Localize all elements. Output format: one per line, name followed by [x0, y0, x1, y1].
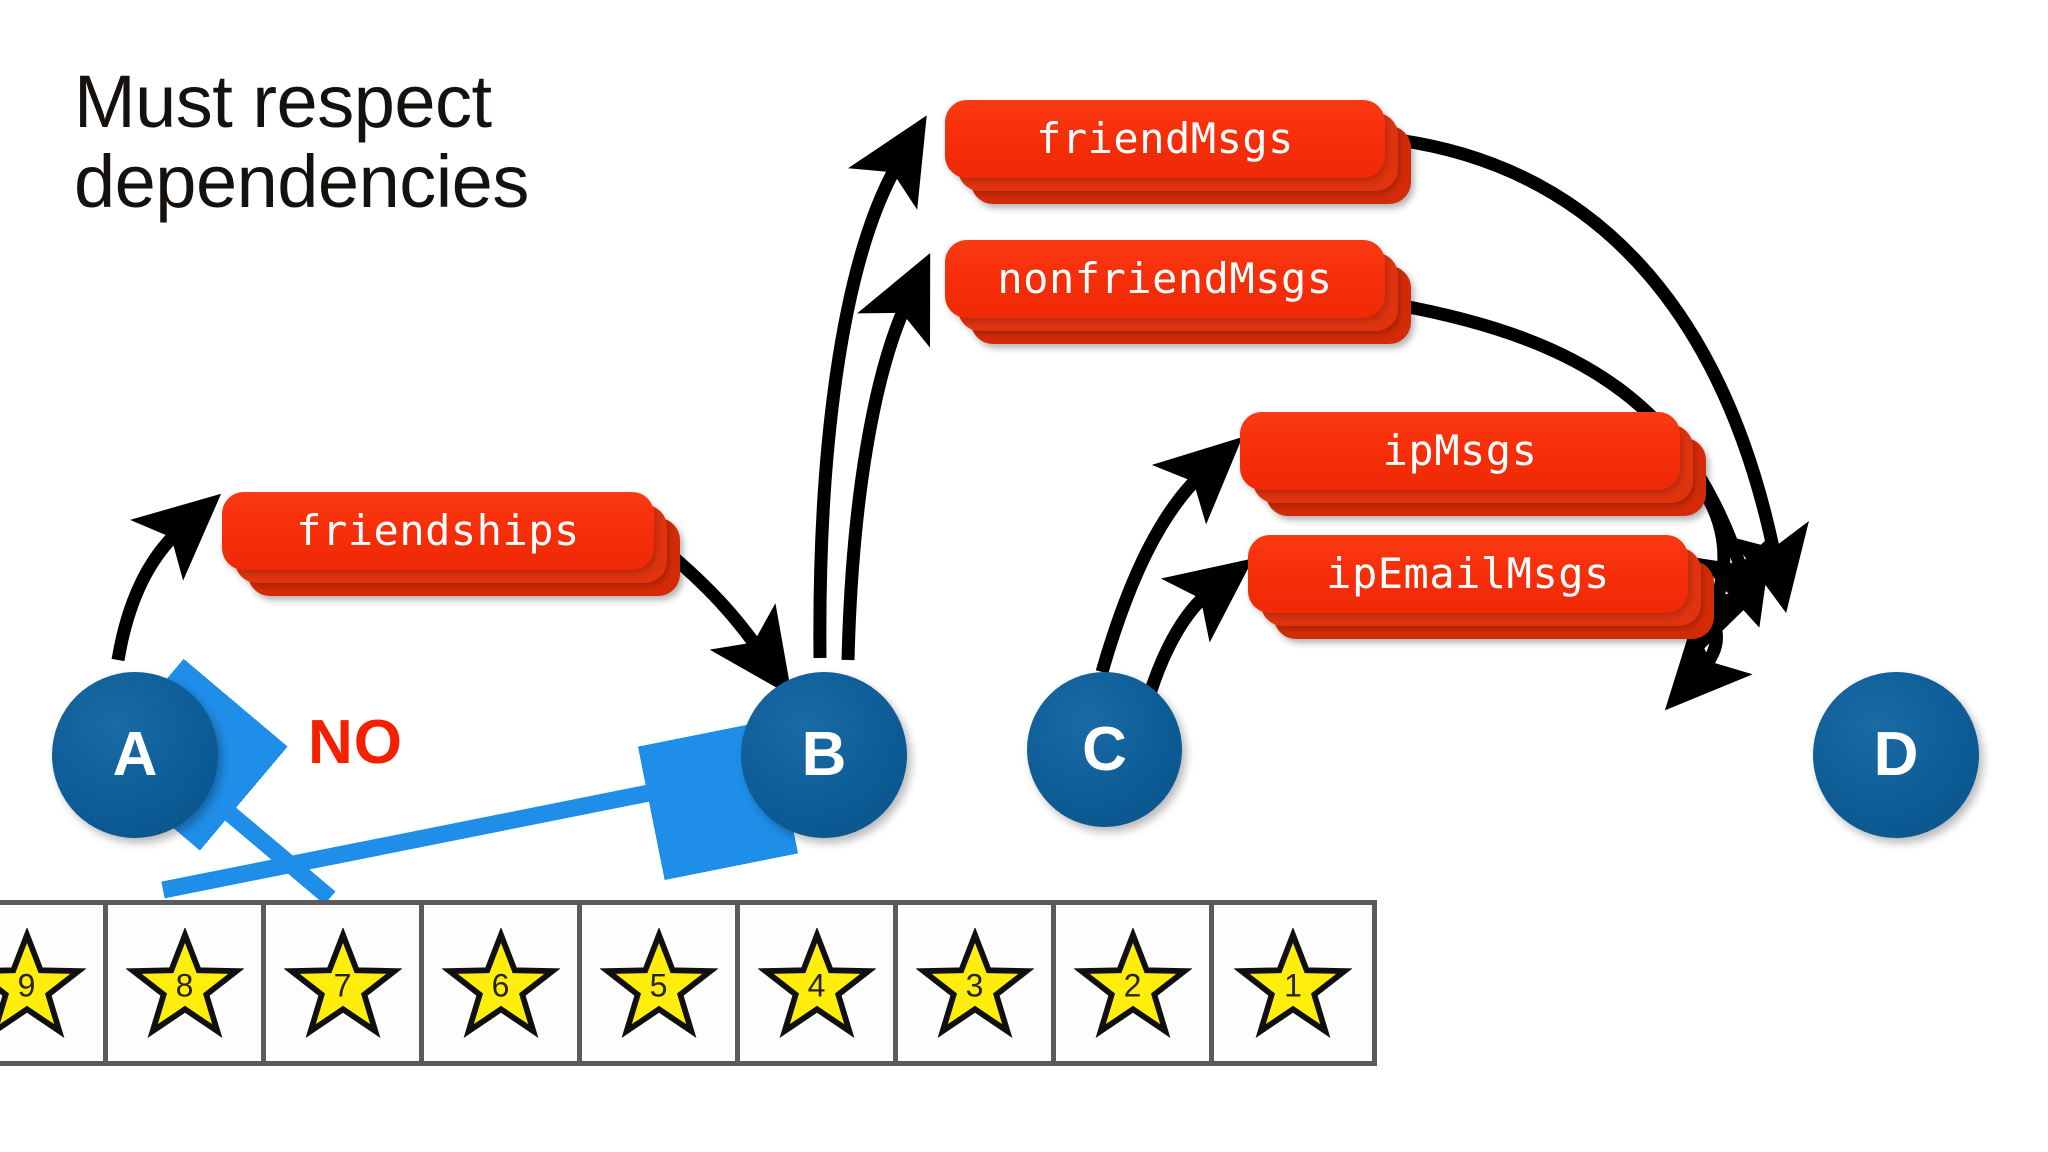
node-a[interactable]: A [52, 672, 218, 838]
table-box-friendships[interactable]: friendships [222, 492, 684, 600]
edge-b-to-friendmsgs [813, 115, 927, 659]
star-icon [441, 928, 560, 1038]
table-box-ipEmailMsgs[interactable]: ipEmailMsgs [1248, 535, 1718, 643]
table-box-friendMsgs[interactable]: friendMsgs [945, 100, 1415, 208]
edge-c-to-ipmsgs [1095, 437, 1243, 674]
table-box-ipMsgs[interactable]: ipMsgs [1240, 412, 1710, 520]
star-icon [283, 928, 402, 1038]
star-icon [1073, 928, 1192, 1038]
star-icon [1234, 928, 1352, 1038]
star-cell[interactable]: 9 [0, 905, 108, 1061]
star-icon [599, 928, 718, 1038]
node-c[interactable]: C [1027, 672, 1182, 827]
page-title: Must respect dependencies [74, 60, 529, 223]
table-label: ipMsgs [1382, 426, 1538, 475]
table-layer-l1: friendMsgs [945, 100, 1385, 178]
rejected-edge-a-to-b [161, 786, 684, 899]
star-icon [915, 928, 1034, 1038]
star-cell[interactable]: 6 [424, 905, 582, 1061]
table-layer-l1: ipMsgs [1240, 412, 1680, 490]
star-icon [757, 928, 876, 1038]
star-icon [0, 928, 86, 1038]
table-layer-l1: friendships [222, 492, 654, 570]
star-icon [125, 928, 244, 1038]
table-label: ipEmailMsgs [1326, 549, 1610, 598]
edge-b-to-nonfriendmsgs [841, 252, 931, 661]
table-layer-l1: ipEmailMsgs [1248, 535, 1688, 613]
star-cell[interactable]: 7 [266, 905, 424, 1061]
star-cell[interactable]: 4 [740, 905, 898, 1061]
node-d[interactable]: D [1813, 672, 1979, 838]
no-label: NO [308, 708, 403, 777]
table-box-nonfriendMsgs[interactable]: nonfriendMsgs [945, 240, 1415, 348]
table-label: friendMsgs [1036, 114, 1294, 163]
table-label: nonfriendMsgs [997, 254, 1333, 303]
star-cell[interactable]: 3 [898, 905, 1056, 1061]
star-cell[interactable]: 5 [582, 905, 740, 1061]
star-cell[interactable]: 2 [1056, 905, 1214, 1061]
star-cell[interactable]: 1 [1214, 905, 1372, 1061]
star-cell[interactable]: 8 [108, 905, 266, 1061]
table-layer-l1: nonfriendMsgs [945, 240, 1385, 318]
rejected-edge-b-to-a [202, 790, 336, 905]
rejected-edge-layer [161, 786, 684, 905]
node-b[interactable]: B [741, 672, 907, 838]
table-label: friendships [296, 506, 580, 555]
edge-friendships-to-b [667, 551, 792, 697]
edge-a-to-friendships [111, 493, 222, 662]
